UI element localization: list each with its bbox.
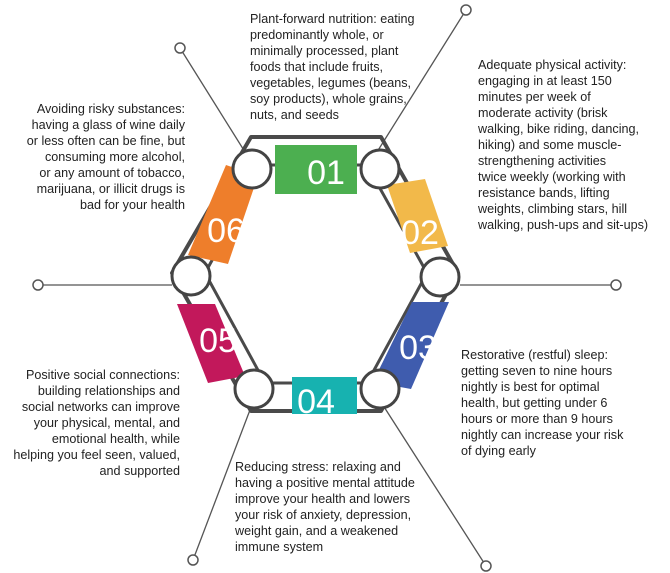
description-05-line: building relationships and <box>37 384 180 398</box>
description-06-line: Avoiding risky substances: <box>36 102 185 116</box>
description-06: Avoiding risky substances: having a glas… <box>27 101 185 213</box>
description-05: Positive social connections: building re… <box>13 367 180 479</box>
description-04: Reducing stress: relaxing and having a p… <box>235 459 415 555</box>
hinge-circle <box>233 368 275 410</box>
connector-line-bottom-left <box>192 401 254 561</box>
segment-04-band <box>292 377 357 414</box>
description-06-line: bad for your health <box>79 198 185 212</box>
description-01: Plant-forward nutrition: eating predomin… <box>250 11 415 123</box>
segment-06-band <box>188 165 258 264</box>
description-03-line: getting seven to nine hours <box>461 364 613 378</box>
description-05-line: and supported <box>99 464 180 478</box>
segment-01-band <box>275 145 357 194</box>
segment-number-05: 05 <box>199 322 237 360</box>
connector-dot <box>480 560 492 572</box>
hinge-circles <box>170 148 461 410</box>
segment-number-02: 02 <box>401 214 439 252</box>
segment-number-01: 01 <box>307 154 345 192</box>
description-04-line: having a positive mental attitude <box>235 476 415 490</box>
description-02-line: twice weekly (working with <box>478 170 626 184</box>
description-04-line: your risk of anxiety, depression, <box>235 508 412 522</box>
connector-dot <box>610 279 622 291</box>
description-05-line: social networks can improve <box>21 400 180 414</box>
hinge-circle <box>231 148 273 190</box>
description-02-line: hiking) and some muscle- <box>478 138 622 152</box>
segments <box>177 145 449 414</box>
description-03: Restorative (restful) sleep: getting sev… <box>461 347 623 459</box>
description-06-line: having a glass of wine daily <box>31 118 185 132</box>
description-05-line: your physical, mental, and <box>33 416 180 430</box>
description-02: Adequate physical activity: engaging in … <box>478 57 648 233</box>
description-02-line: moderate activity (brisk <box>478 106 608 120</box>
description-06-line: or any amount of tobacco, <box>39 166 185 180</box>
description-05-line: Positive social connections: <box>25 368 180 382</box>
description-02-line: engaging in at least 150 <box>478 74 612 88</box>
hinge-circle <box>359 368 401 410</box>
description-03-line: Restorative (restful) sleep: <box>461 348 608 362</box>
segment-02-band <box>387 179 448 253</box>
description-02-line: walking, bike riding, dancing, <box>478 122 640 136</box>
hinge-circle <box>170 255 212 297</box>
description-04-line: improve your health and lowers <box>235 492 411 506</box>
hinge-circle <box>359 148 401 190</box>
description-02-line: resistance bands, lifting <box>478 186 610 200</box>
description-02-line: Adequate physical activity: <box>478 58 627 72</box>
description-02-line: strengthening activities <box>478 154 607 168</box>
description-03-line: nightly is best for optimal <box>461 380 600 394</box>
segment-number-03: 03 <box>399 329 437 367</box>
description-05-line: emotional health, while <box>51 432 180 446</box>
connector-line-bottom-right <box>378 398 487 567</box>
description-03-line: of dying early <box>461 444 536 458</box>
description-03-line: nightly can increase your risk <box>461 428 624 442</box>
description-01-line: minimally processed, plant <box>250 44 399 58</box>
description-01-line: predominantly whole, or <box>250 28 384 42</box>
description-03-line: health, but getting under 6 <box>461 396 608 410</box>
connector-dot <box>32 279 44 291</box>
description-04-line: immune system <box>235 540 324 554</box>
description-04-line: weight gain, and a weakened <box>235 524 399 538</box>
hinge-circle <box>419 256 461 298</box>
description-04-line: Reducing stress: relaxing and <box>235 460 401 474</box>
segment-number-06: 06 <box>207 212 245 250</box>
description-06-line: marijuana, or illicit drugs is <box>36 182 185 196</box>
description-01-line: soy products), whole grains, <box>250 92 407 106</box>
description-01-line: foods that include fruits, <box>250 60 384 74</box>
description-06-line: consuming more alcohol, <box>44 150 185 164</box>
description-02-line: weights, climbing stars, hill <box>478 202 628 216</box>
segment-numbers: 01 02 03 04 05 06 <box>199 154 439 421</box>
segment-number-04: 04 <box>297 383 335 421</box>
connector-dot <box>174 42 186 54</box>
segment-03-band <box>373 302 449 389</box>
connector-dot <box>460 4 472 16</box>
description-06-line: or less often can be fine, but <box>26 134 185 148</box>
description-03-line: hours or more than 9 hours <box>461 412 613 426</box>
segment-05-band <box>177 304 245 383</box>
connector-dot <box>187 554 199 566</box>
description-02-line: walking, push-ups and sit-ups) <box>478 218 649 232</box>
connector-end-dots <box>32 4 622 572</box>
connector-line-top-right <box>376 9 467 153</box>
description-02-line: minutes per week of <box>478 90 591 104</box>
description-01-line: Plant-forward nutrition: eating <box>250 12 415 26</box>
description-05-line: helping you feel seen, valued, <box>13 448 180 462</box>
description-01-line: vegetables, legumes (beans, <box>250 76 412 90</box>
description-01-line: nuts, and seeds <box>250 108 339 122</box>
